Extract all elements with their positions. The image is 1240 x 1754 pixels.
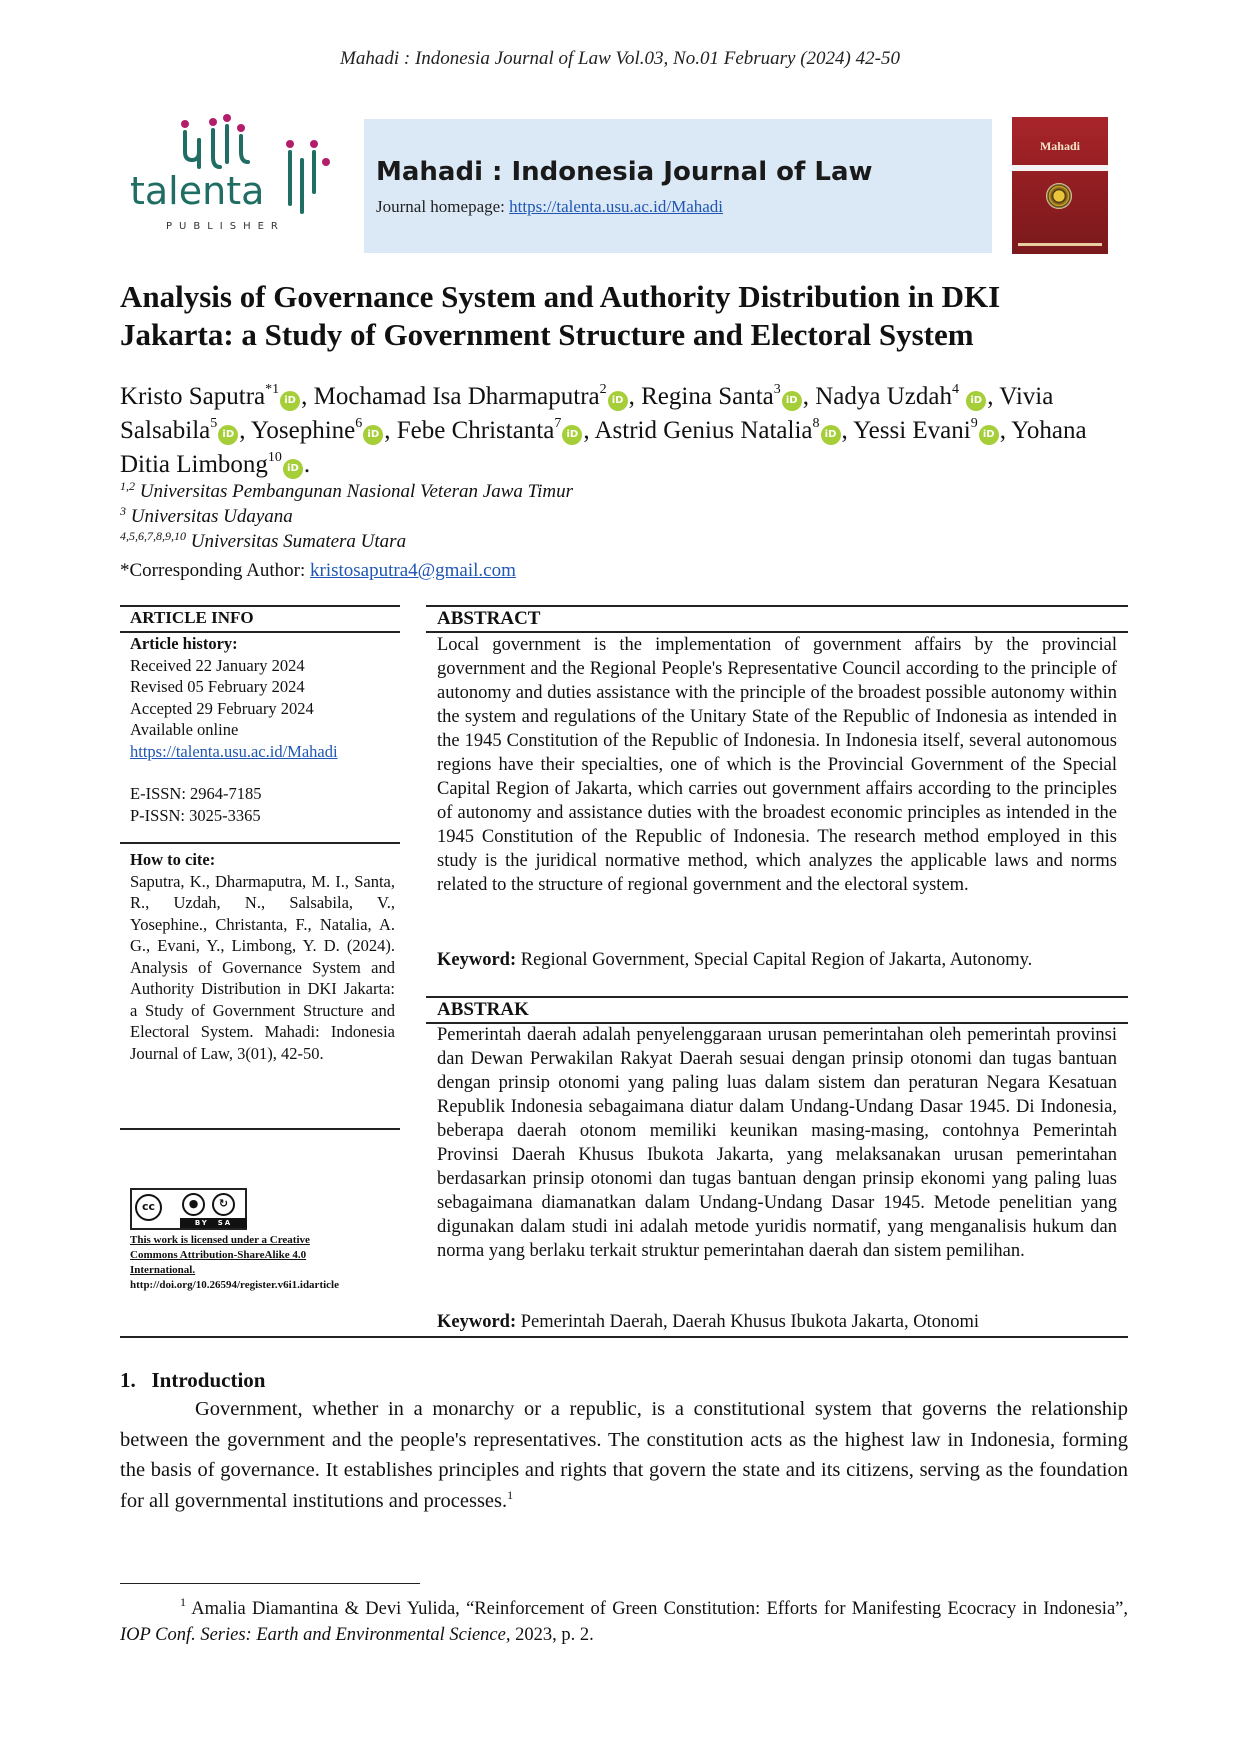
- eissn: E-ISSN: 2964-7185: [130, 784, 262, 803]
- journal-banner: Mahadi : Indonesia Journal of Law Journa…: [364, 119, 992, 253]
- abstrak-text: Pemerintah daerah adalah penyelenggaraan…: [437, 1025, 1117, 1261]
- homepage-label: Journal homepage:: [376, 197, 505, 216]
- journal-cover: Mahadi: [1012, 117, 1108, 254]
- abstrak-keywords: Keyword: Pemerintah Daerah, Daerah Khusu…: [437, 1312, 979, 1332]
- author-name: Febe Christanta: [396, 417, 555, 444]
- abstract-text: Local government is the implementation o…: [437, 635, 1117, 895]
- footnote: 1 Amalia Diamantina & Devi Yulida, “Rein…: [120, 1595, 1128, 1645]
- orcid-icon[interactable]: iD: [282, 459, 303, 479]
- author-name: Yosephine: [250, 417, 356, 444]
- divider: [120, 605, 400, 607]
- footnote-ref[interactable]: 1: [507, 1487, 514, 1502]
- cover-strip: [1012, 165, 1108, 171]
- available-link[interactable]: https://talenta.usu.ac.id/Mahadi: [130, 741, 338, 761]
- pissn: P-ISSN: 3025-3365: [130, 805, 261, 825]
- cc-license-badge[interactable]: cc ● ↻ BY SA: [130, 1188, 247, 1230]
- divider: [426, 996, 1128, 998]
- cover-title: Mahadi: [1039, 139, 1080, 153]
- revised-date: Revised 05 February 2024: [130, 677, 305, 696]
- author-affiliation-ref: *1: [265, 382, 280, 397]
- author-affiliation-ref: 5: [210, 416, 218, 431]
- introduction-text: Government, whether in a monarchy or a r…: [120, 1398, 1128, 1512]
- abstrak-heading: ABSTRAK: [437, 999, 529, 1020]
- cover-footer: [1018, 243, 1102, 246]
- sa-icon: ↻: [212, 1193, 235, 1216]
- orcid-icon[interactable]: iD: [607, 391, 628, 411]
- cc-icon: cc: [135, 1194, 162, 1221]
- email-link[interactable]: kristosaputra4@gmail.com: [310, 560, 516, 581]
- author-name: Kristo Saputra: [120, 383, 266, 410]
- author-name: Yohana Ditia Limbong: [120, 417, 1087, 478]
- orcid-icon[interactable]: iD: [781, 391, 802, 411]
- author-name: Yessi Evani: [853, 417, 971, 444]
- talenta-logo-icon: talenta PUBLISHER: [130, 114, 330, 232]
- publisher-sub: PUBLISHER: [166, 221, 285, 232]
- homepage-link[interactable]: https://talenta.usu.ac.id/Mahadi: [509, 197, 724, 216]
- divider: [426, 631, 1128, 633]
- orcid-icon[interactable]: iD: [280, 391, 301, 411]
- affiliation-1: 1,2 Universitas Pembangunan Nasional Vet…: [120, 479, 574, 502]
- author-affiliation-ref: 2: [599, 382, 607, 397]
- abstract-heading: ABSTRACT: [437, 608, 541, 629]
- author-affiliation-ref: 8: [812, 416, 820, 431]
- paper-title: Analysis of Governance System and Author…: [120, 279, 1001, 352]
- article-history: Article history: Received 22 January 202…: [130, 633, 395, 826]
- publisher-name: talenta: [130, 169, 264, 213]
- article-info-heading: ARTICLE INFO: [130, 608, 254, 627]
- orcid-icon[interactable]: iD: [562, 425, 583, 445]
- affiliation-2: 3 Universitas Udayana: [120, 504, 293, 527]
- running-head: Mahadi : Indonesia Journal of Law Vol.03…: [340, 48, 900, 69]
- corresponding-author: *Corresponding Author: kristosaputra4@gm…: [120, 560, 516, 581]
- journal-name: Mahadi : Indonesia Journal of Law: [376, 157, 873, 187]
- cc-bar: BY SA: [180, 1218, 247, 1228]
- publisher-logo: talenta PUBLISHER: [130, 112, 355, 242]
- author-affiliation-ref: 6: [355, 416, 363, 431]
- divider: [120, 631, 400, 633]
- introduction-heading: 1. Introduction: [120, 1368, 266, 1392]
- journal-homepage: Journal homepage: https://talenta.usu.ac…: [376, 197, 723, 217]
- divider: [120, 842, 400, 844]
- author-affiliation-ref: 4: [951, 382, 959, 397]
- citation-text: Saputra, K., Dharmaputra, M. I., Santa, …: [130, 871, 396, 1063]
- divider: [426, 1022, 1128, 1024]
- author-name: Nadya Uzdah: [815, 383, 952, 410]
- available-online: Available online: [130, 720, 239, 739]
- author-list: Kristo Saputra*1iD, Mochamad Isa Dharmap…: [120, 382, 1087, 479]
- author-name: Regina Santa: [641, 383, 774, 410]
- author-affiliation-ref: 9: [970, 416, 978, 431]
- accepted-date: Accepted 29 February 2024: [130, 698, 314, 718]
- how-to-cite: How to cite: Saputra, K., Dharmaputra, M…: [130, 850, 396, 1063]
- seal-icon: [1046, 183, 1072, 209]
- divider: [120, 1336, 1128, 1338]
- orcid-icon[interactable]: iD: [966, 391, 987, 411]
- divider: [426, 605, 1128, 607]
- doi-text: http://doi.org/10.26594/register.v6i1.id…: [130, 1279, 339, 1291]
- by-icon: ●: [182, 1193, 205, 1216]
- author-affiliation-ref: 3: [773, 382, 781, 397]
- footnote-rule: [120, 1583, 420, 1585]
- author-affiliation-ref: 7: [554, 416, 562, 431]
- abstract-keywords: Keyword: Regional Government, Special Ca…: [437, 950, 1033, 970]
- author-name: Vivia Salsabila: [120, 383, 1054, 444]
- orcid-icon[interactable]: iD: [218, 425, 239, 445]
- author-name: Mochamad Isa Dharmaputra: [313, 383, 600, 410]
- divider: [120, 1128, 400, 1130]
- orcid-icon[interactable]: iD: [820, 425, 841, 445]
- author-affiliation-ref: 10: [267, 450, 282, 465]
- affiliation-3: 4,5,6,7,8,9,10 Universitas Sumatera Utar…: [120, 529, 407, 552]
- orcid-icon[interactable]: iD: [978, 425, 999, 445]
- orcid-icon[interactable]: iD: [363, 425, 384, 445]
- author-name: Astrid Genius Natalia: [594, 417, 813, 444]
- received-date: Received 22 January 2024: [130, 655, 305, 675]
- license-text: This work is licensed under a Creative C…: [130, 1233, 400, 1293]
